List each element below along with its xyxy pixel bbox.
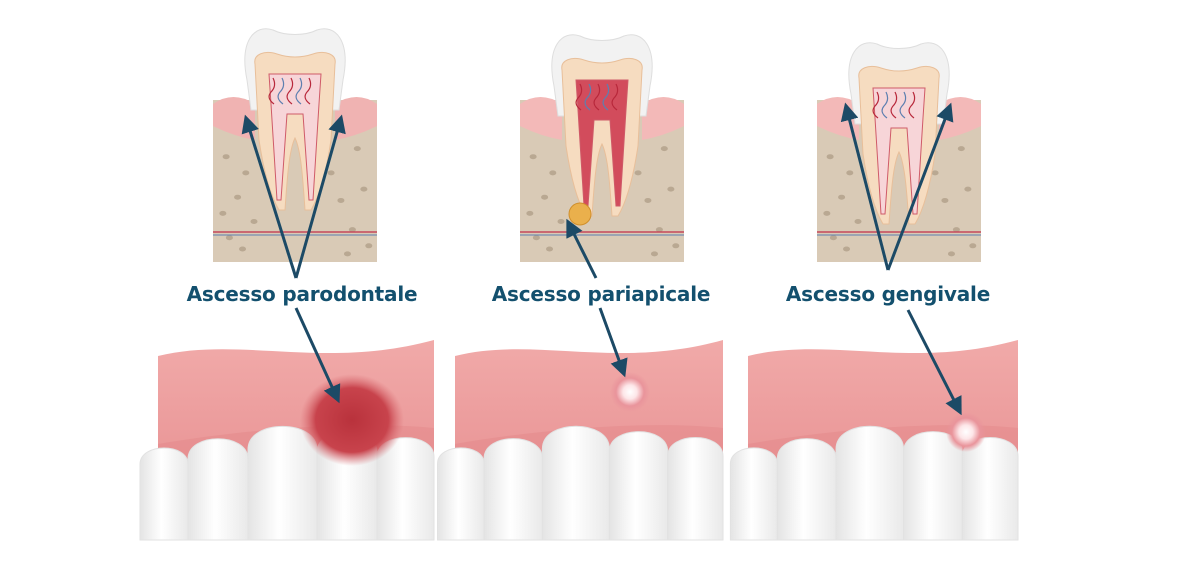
bone-spot — [655, 227, 663, 233]
bone-spot — [365, 243, 373, 249]
bone-spot — [957, 146, 965, 152]
bone-spot — [546, 246, 554, 252]
bone-spot — [672, 243, 680, 249]
bone-spot — [222, 154, 230, 160]
front-tooth — [667, 437, 724, 541]
pulp-vessel — [575, 83, 583, 111]
bone-spot — [242, 170, 250, 176]
bone-spot — [239, 246, 247, 252]
bone-spot — [526, 210, 534, 216]
bone-spot — [964, 186, 972, 192]
bone-spot — [952, 227, 960, 233]
bone-spot — [549, 170, 557, 176]
front-tooth — [483, 438, 543, 541]
bone-spot — [854, 219, 862, 224]
arrow-periodontal-left — [241, 114, 298, 279]
bone-spot — [941, 197, 949, 203]
arrow-gingival-right — [886, 102, 954, 271]
bone-spot — [826, 154, 834, 160]
arrow-gingival-down — [906, 309, 962, 416]
pulp-vessel — [295, 77, 303, 105]
pulp-vessel — [593, 83, 601, 111]
gum-illustration-periodontal — [139, 340, 435, 541]
bone-spot — [644, 197, 652, 203]
bone-spot — [634, 170, 642, 176]
bone-spot — [557, 219, 565, 224]
bone-spot — [348, 227, 356, 233]
front-tooth — [187, 438, 249, 541]
bone-spot — [823, 210, 831, 216]
gum-right — [642, 97, 684, 140]
front-tooth — [437, 447, 485, 541]
arrow-periapical-up — [566, 218, 598, 279]
front-tooth — [541, 425, 610, 541]
label-periapical-abscess: Ascesso pariapicale — [491, 282, 711, 306]
bone-spot — [532, 235, 540, 241]
abscess-white — [610, 372, 650, 412]
bone-spot — [829, 235, 837, 241]
tooth-cross-section-periapical — [520, 34, 684, 262]
bone-spot — [660, 146, 668, 152]
bone-spot — [843, 246, 851, 252]
pulp-vessel — [611, 83, 619, 111]
bone-spot — [650, 251, 658, 257]
pulp-vessel — [890, 91, 898, 119]
bone-spot — [225, 235, 233, 241]
pulp-vessel — [872, 91, 880, 119]
gum-left — [520, 97, 562, 140]
pulp-vessel — [277, 77, 285, 105]
pulp-vessel — [286, 77, 294, 105]
pulp-vessel — [584, 83, 592, 111]
arrow-periodontal-right — [294, 114, 346, 279]
bone-spot — [337, 197, 345, 203]
pulp-vessel — [881, 91, 889, 119]
tooth-pulp — [575, 79, 629, 207]
bone-spot — [219, 210, 227, 216]
tooth-pulp — [268, 73, 322, 201]
front-tooth — [608, 431, 669, 541]
bone-spot — [931, 170, 939, 176]
front-tooth — [903, 431, 963, 541]
tooth-cross-section-periodontal — [213, 28, 377, 262]
bone-spot — [250, 219, 258, 224]
pulp-vessel — [268, 77, 276, 105]
bone-spot — [838, 194, 846, 200]
front-tooth — [729, 447, 778, 541]
bone-spot — [969, 243, 977, 249]
pulp-vessel — [304, 77, 312, 105]
pus-pocket — [568, 202, 592, 226]
pointer-arrows — [241, 102, 962, 416]
label-periodontal-abscess: Ascesso parodontale — [186, 282, 418, 306]
bone-spot — [541, 194, 549, 200]
bone-spot — [234, 194, 242, 200]
arrow-gingival-left — [840, 102, 890, 271]
front-tooth — [961, 437, 1019, 541]
bone-spot — [360, 186, 368, 192]
abscess-white — [946, 412, 986, 452]
bone-spot — [343, 251, 351, 257]
arrow-periodontal-down — [294, 307, 341, 404]
label-gingival-abscess: Ascesso gengivale — [785, 282, 991, 306]
front-tooth — [247, 425, 318, 541]
arrow-periapical-down — [598, 307, 628, 378]
front-tooth — [139, 447, 189, 541]
tooth-pulp — [872, 87, 926, 215]
pulp-vessel — [908, 91, 916, 119]
front-tooth — [835, 425, 905, 541]
bone-spot — [846, 170, 854, 176]
gum-illustration-gingival — [729, 340, 1019, 541]
bone-spot — [667, 186, 675, 192]
gum-illustration-periapical — [437, 340, 724, 541]
tooth-cross-section-gingival — [817, 42, 981, 262]
pulp-vessel — [602, 83, 610, 111]
bone-spot — [947, 251, 955, 257]
pulp-vessel — [899, 91, 907, 119]
bone-spot — [327, 170, 335, 176]
bone-spot — [529, 154, 537, 160]
abscess-red — [300, 374, 404, 466]
front-tooth — [776, 438, 837, 541]
bone-spot — [353, 146, 361, 152]
